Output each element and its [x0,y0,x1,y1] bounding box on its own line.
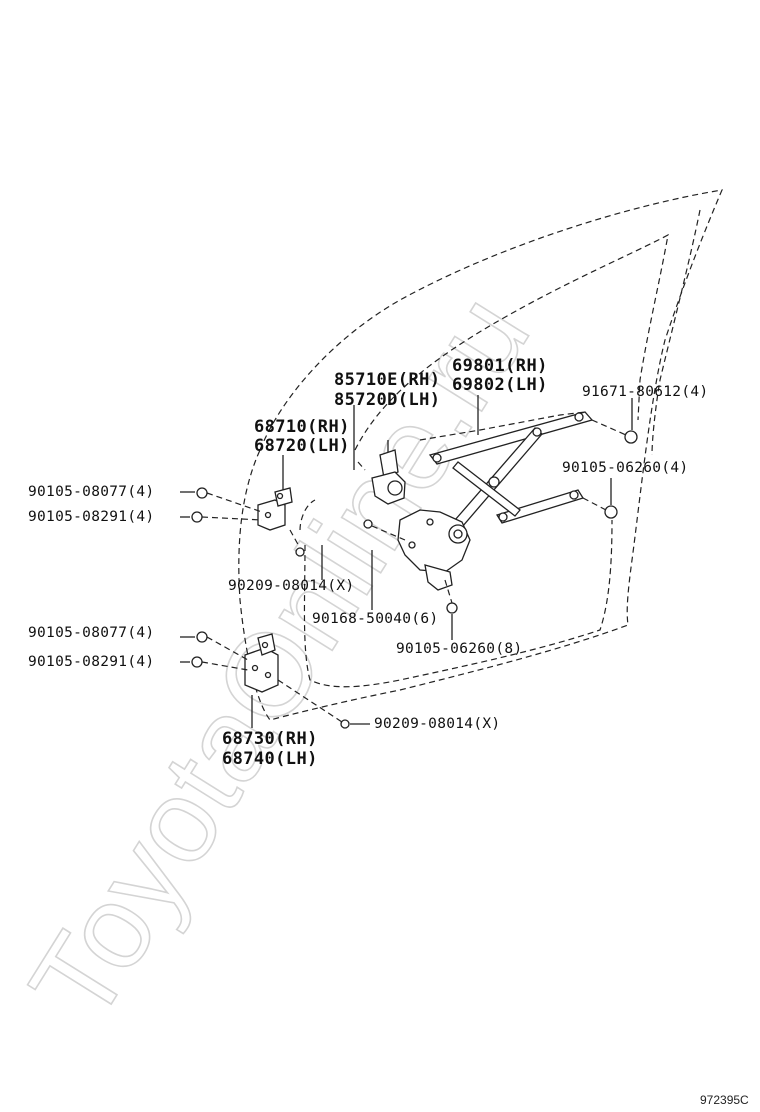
label-90209-08014-lower: 90209-08014(X) [374,716,500,732]
label-68710: 68710(RH) [254,417,350,437]
label-90105-08291-lower: 90105-08291(4) [28,654,154,670]
label-68730: 68730(RH) [222,729,318,749]
label-90105-06260-4: 90105-06260(4) [562,460,688,476]
label-90105-08291-upper: 90105-08291(4) [28,509,154,525]
label-85720d: 85720D(LH) [334,390,440,410]
label-90105-06260-8: 90105-06260(8) [396,641,522,657]
lower-hinge [244,633,279,693]
window-frame-rear [651,209,701,456]
label-90168-50040: 90168-50040(6) [312,611,438,627]
label-90105-08077-lower: 90105-08077(4) [28,625,154,641]
window-frame-inner [354,233,669,451]
label-85710e: 85710E(RH) [334,370,440,390]
leader-lines [180,395,633,728]
window-regulator [397,411,594,591]
label-91671-80612: 91671-80612(4) [582,384,708,400]
bolt-icons [191,430,638,729]
window-motor [371,440,406,505]
diagram-id: 972395C [700,1093,749,1107]
label-68720: 68720(LH) [254,436,350,456]
label-68740: 68740(LH) [222,749,318,769]
inner-panel-outline [299,499,613,688]
label-69802: 69802(LH) [452,375,548,395]
label-69801: 69801(RH) [452,356,548,376]
label-90105-08077-upper: 90105-08077(4) [28,484,154,500]
inner-panel-top [357,411,586,471]
upper-hinge [257,487,293,531]
label-90209-08014-upper: 90209-08014(X) [228,578,354,594]
